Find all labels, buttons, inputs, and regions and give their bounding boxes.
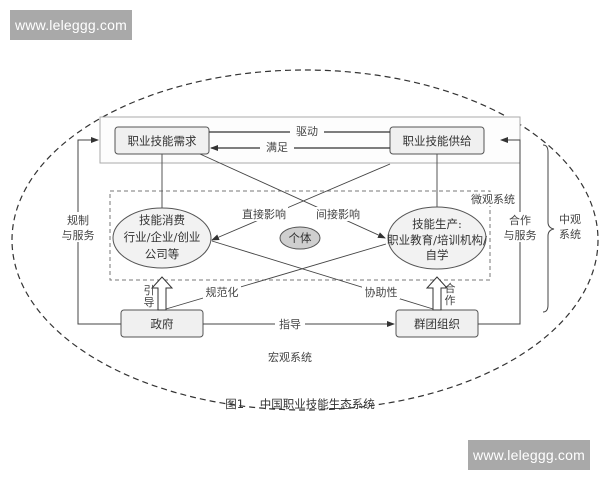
meso-label-2: 系统 (559, 228, 581, 241)
guide-label-2: 导 (144, 296, 155, 309)
edge-satisfy-label: 满足 (266, 141, 288, 154)
edge-normalize-label: 规范化 (206, 285, 239, 299)
edge-cooperate (425, 276, 449, 311)
node-groups: 群团组织 (395, 309, 479, 338)
meso-brace (542, 144, 555, 313)
production-line-3: 自学 (426, 248, 449, 262)
figure-number: 图1 (225, 397, 245, 411)
edge-instruct-label: 指导 (279, 317, 301, 331)
coop-service-label-1: 合作 (509, 213, 531, 227)
edge-assist-label: 协助性 (365, 285, 398, 299)
figure-title: 中国职业技能生态系统 (259, 397, 375, 411)
macro-system-boundary (11, 69, 599, 411)
node-supply: 职业技能供给 (389, 126, 485, 155)
cooperate-label-2: 作 (445, 294, 456, 307)
edge-direct-influence-label: 直接影响 (242, 207, 286, 221)
guide-label-1: 引 (144, 283, 155, 297)
production-line-2: 职业教育/培训机构/ (387, 233, 487, 247)
consumption-line-1: 技能消费 (139, 213, 185, 227)
consumption-line-2: 行业/企业/创业 (124, 230, 201, 244)
node-demand-label: 职业技能需求 (128, 134, 197, 148)
production-line-1: 技能生产: (412, 217, 462, 231)
node-government: 政府 (120, 309, 204, 338)
plan-service-label-1: 规制 (67, 213, 89, 227)
node-individual: 个体 (279, 226, 321, 250)
edge-indirect-influence-label: 间接影响 (316, 208, 360, 221)
individual-label: 个体 (289, 231, 312, 245)
figure-caption: 图1 中国职业技能生态系统 (0, 396, 600, 412)
consumption-line-3: 公司等 (145, 247, 180, 261)
edge-indirect-influence (199, 153, 386, 239)
macro-system-label: 宏观系统 (268, 350, 312, 364)
node-demand: 职业技能需求 (114, 126, 210, 155)
government-label: 政府 (151, 317, 174, 331)
edge-normalize (165, 243, 387, 310)
cooperate-label-1: 合 (445, 281, 456, 295)
groups-label: 群团组织 (414, 317, 460, 331)
watermark-bottom: www.leleggg.com (468, 440, 590, 470)
edge-guide (150, 276, 174, 311)
meso-label-1: 中观 (559, 213, 581, 226)
node-production: 技能生产: 职业教育/培训机构/ 自学 (387, 206, 487, 270)
micro-system-label: 微观系统 (471, 192, 515, 206)
micro-system-box (109, 190, 491, 281)
plan-service-label-2: 与服务 (62, 229, 95, 242)
coop-service-label-2: 与服务 (504, 229, 537, 242)
node-consumption: 技能消费 行业/企业/创业 公司等 (112, 207, 212, 269)
node-supply-label: 职业技能供给 (403, 134, 472, 148)
edge-direct-influence (211, 163, 391, 241)
edge-drive-label: 驱动 (296, 125, 318, 138)
watermark-top: www.leleggg.com (10, 10, 132, 40)
